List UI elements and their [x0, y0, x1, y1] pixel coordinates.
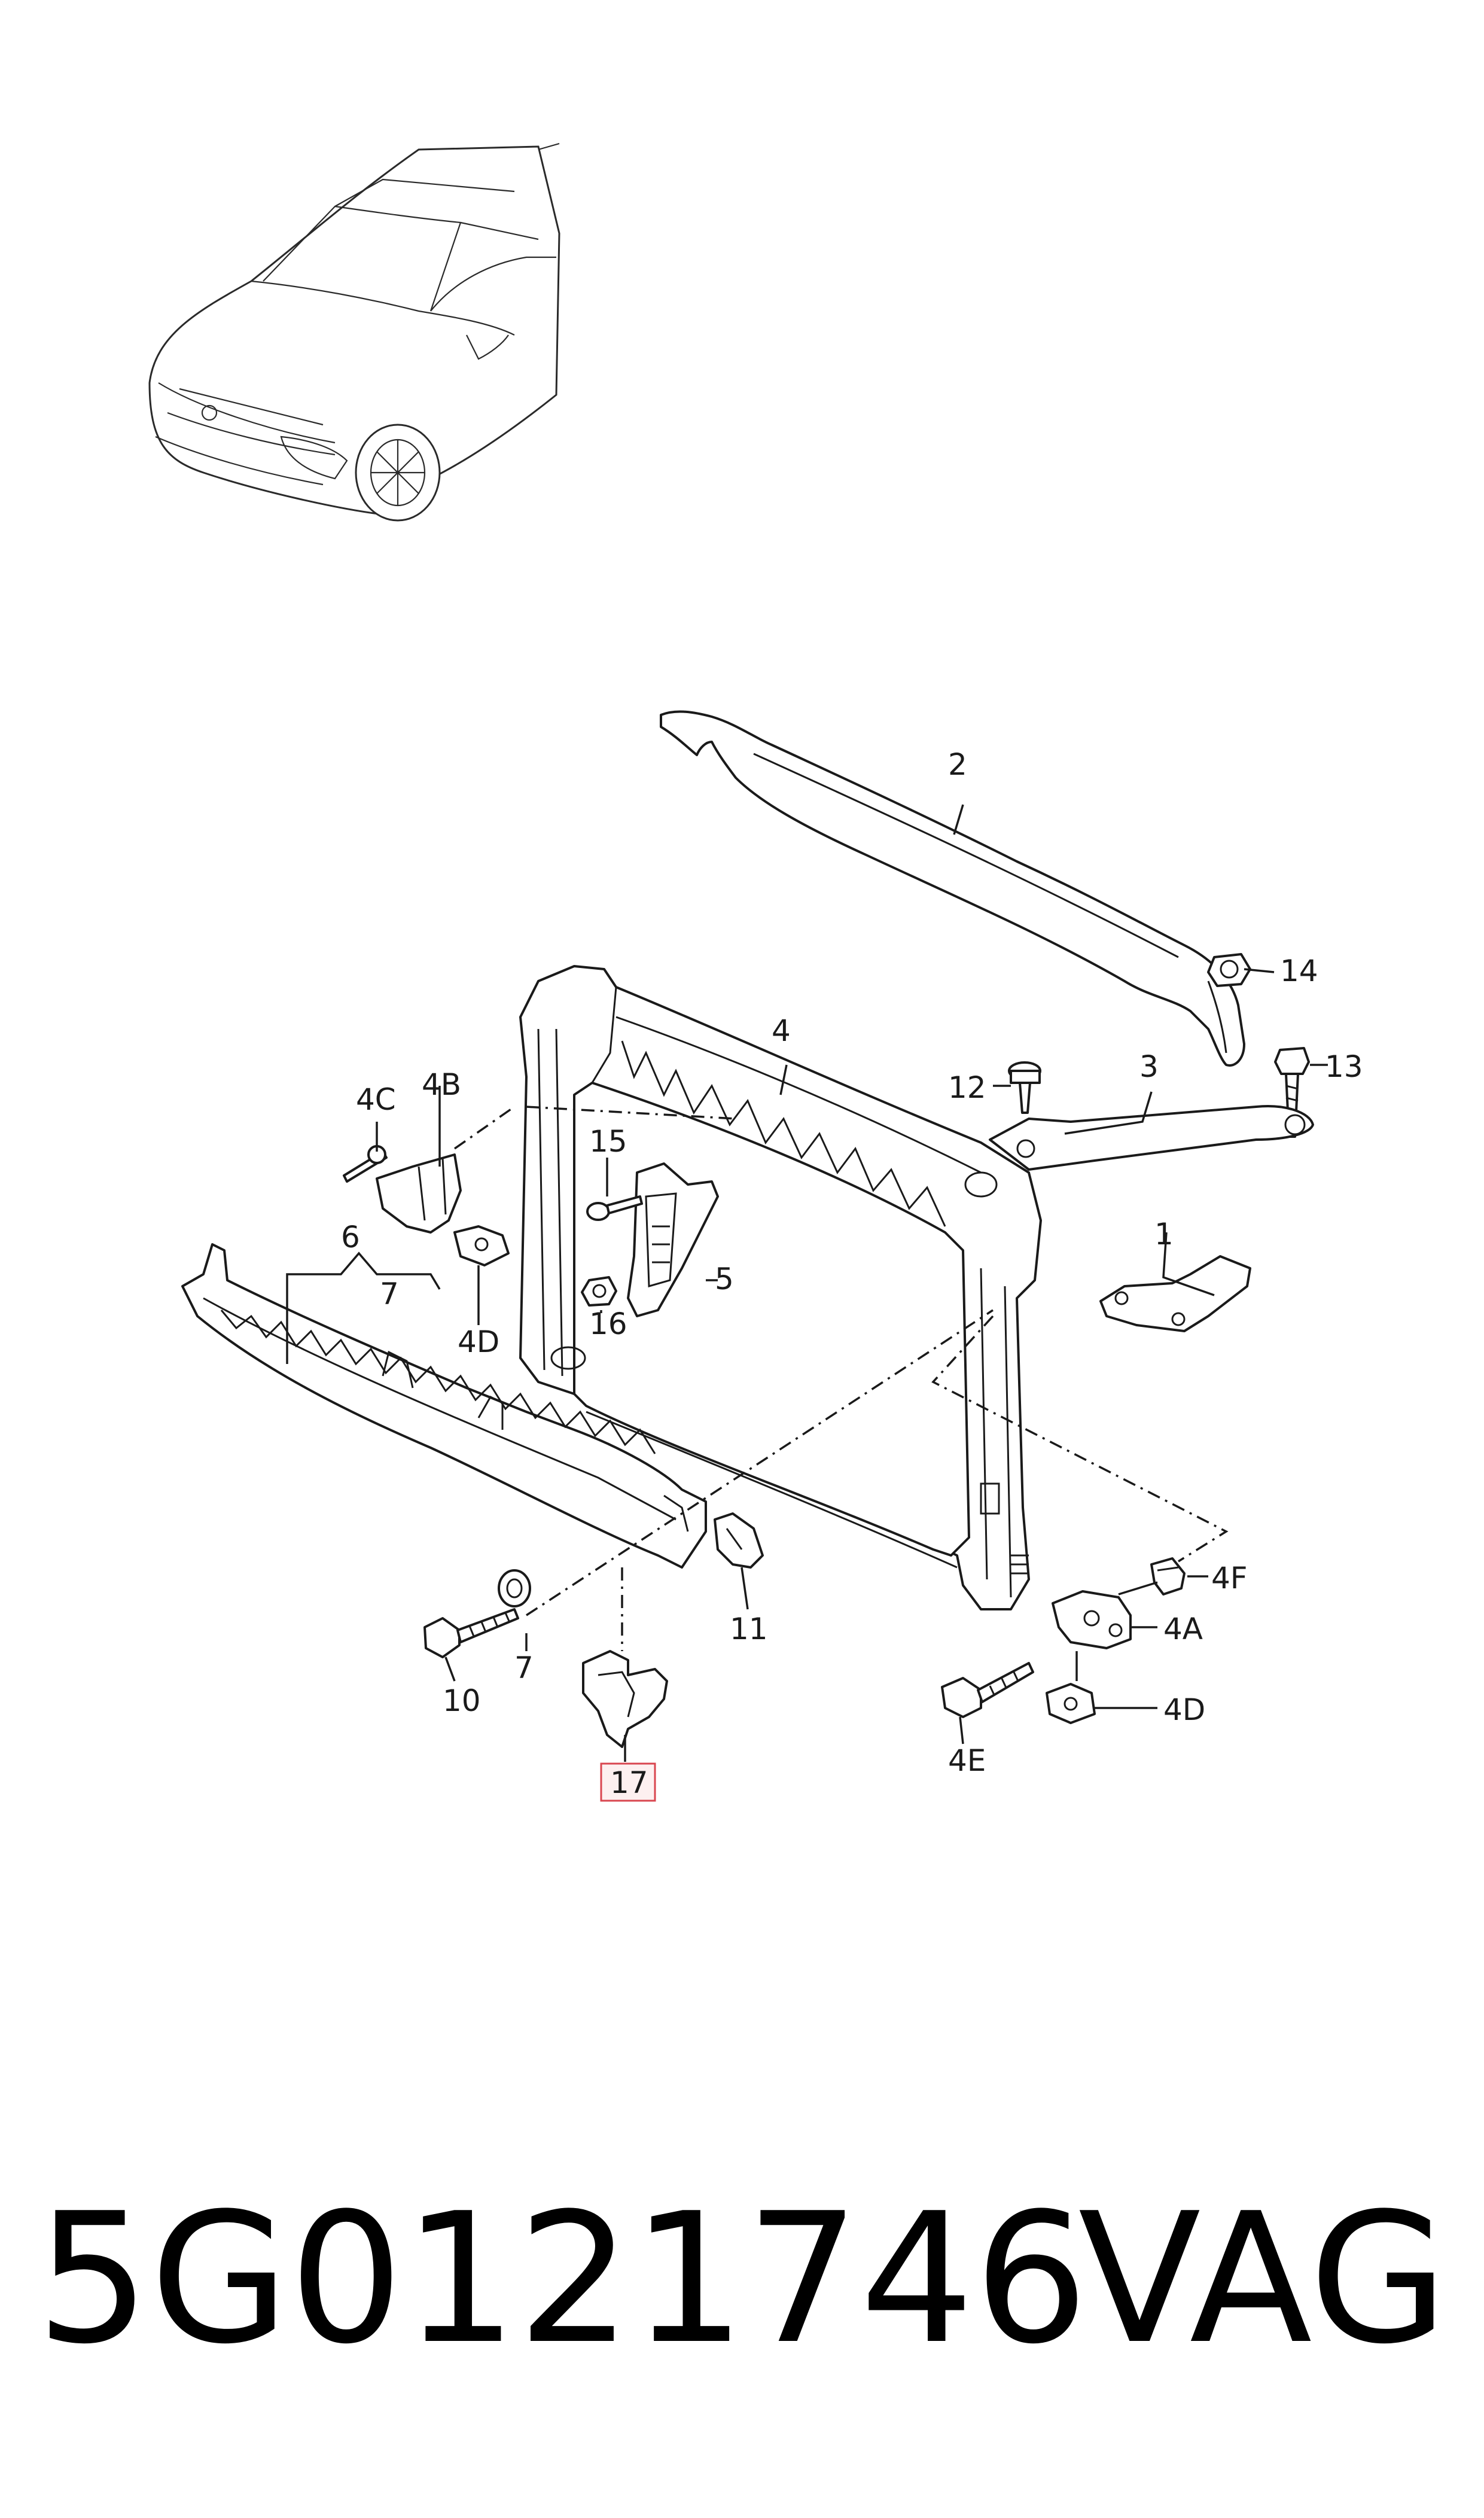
callout-4: 4 [772, 1013, 791, 1048]
callout-labels: 2 4 14 13 3 12 4C 4B 15 1 5 6 7 16 4D 11… [341, 747, 1363, 1802]
callout-10: 10 [443, 1683, 481, 1718]
part-4d-clip-left [453, 1225, 510, 1266]
part-1-bracket [1099, 1255, 1251, 1332]
callout-14: 14 [1280, 954, 1318, 988]
part-4b-bracket [376, 1153, 462, 1234]
callout-13: 13 [1325, 1049, 1363, 1084]
part-3-lock-carrier-brace [989, 1105, 1314, 1171]
part-4d-clip-right [1046, 1683, 1096, 1724]
callout-11: 11 [730, 1612, 768, 1646]
callout-4c: 4C [356, 1082, 396, 1117]
callout-4b: 4B [422, 1067, 461, 1102]
leader-lines [286, 804, 1328, 1762]
callout-15: 15 [589, 1124, 627, 1159]
callout-5: 5 [715, 1262, 734, 1296]
callout-17-highlight [600, 1762, 656, 1802]
part-4c-pin [343, 1145, 388, 1183]
callout-3: 3 [1139, 1049, 1159, 1084]
part-4e-bolt [941, 1662, 1034, 1718]
part-14-nut [1207, 953, 1251, 987]
callout-4a: 4A [1163, 1612, 1203, 1646]
callout-4d-right: 4D [1163, 1692, 1205, 1727]
callout-4d-left: 4D [458, 1325, 499, 1359]
callout-1: 1 [1154, 1217, 1174, 1252]
callout-17: 17 [610, 1765, 648, 1800]
part-12-screw [1008, 1061, 1041, 1114]
part-2-upper-crossmember [660, 710, 1245, 1067]
part-7-washer [498, 1569, 531, 1607]
part-number: 5G0121746 [36, 2175, 1089, 2383]
callout-16: 16 [589, 1307, 627, 1341]
part-17-bracket [582, 1650, 668, 1748]
part-16-nut [581, 1276, 617, 1307]
callout-7-top: 7 [380, 1277, 399, 1311]
callout-4f: 4F [1211, 1561, 1248, 1596]
callout-7-bottom: 7 [514, 1651, 534, 1685]
callout-4e: 4E [948, 1743, 986, 1778]
part-10-bolt [423, 1608, 519, 1658]
part-11-clip [714, 1512, 764, 1569]
part-4a-bracket [1052, 1590, 1132, 1649]
callout-12: 12 [948, 1070, 986, 1105]
callout-6: 6 [341, 1220, 360, 1255]
assembly-lines [453, 1106, 1229, 1651]
part-6-lower-crossmember [181, 1243, 707, 1569]
callout-2: 2 [948, 747, 967, 782]
car-illustration [148, 142, 560, 522]
brand-label: VAG [1078, 2175, 1448, 2383]
part-4f-clip [1150, 1557, 1186, 1596]
part-15-screw [586, 1195, 643, 1221]
